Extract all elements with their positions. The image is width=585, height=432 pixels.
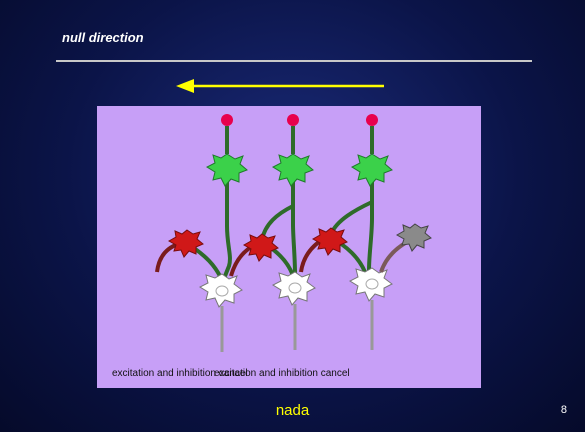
caption-text-2: excitation and inhibition cancel: [214, 368, 350, 379]
title-divider: [56, 60, 532, 62]
footer-label: nada: [275, 402, 310, 419]
inhibitory-interneuron: [242, 233, 279, 262]
ganglion-cell: [348, 267, 393, 302]
ganglion-nucleus: [288, 282, 302, 294]
null-direction-arrow: [176, 79, 384, 93]
receptor-cell: [350, 153, 393, 187]
input-dot: [366, 114, 378, 126]
neuron-diagram-panel: [97, 106, 481, 388]
receptor-dendrite: [367, 176, 374, 271]
ganglion-nucleus: [365, 278, 379, 290]
ganglion-cell: [198, 273, 243, 308]
receptor-cell: [271, 153, 314, 187]
diagram-caption: excitation and inhibition cancel excitat…: [112, 368, 350, 379]
receptor-branch: [329, 200, 373, 235]
input-dot: [287, 114, 299, 126]
neuron-column-2: [229, 114, 316, 350]
receptor-dendrite: [291, 176, 297, 275]
inhibitory-interneuron: [311, 227, 348, 256]
caption-text-1: excitation and inhibition cancel: [112, 368, 248, 379]
neuron-column-1: [155, 114, 248, 352]
neuron-column-3: [299, 114, 393, 350]
inhibitory-interneuron: [167, 229, 204, 258]
neuron-diagram: [155, 114, 432, 352]
inactive-interneuron: [395, 223, 432, 252]
receptor-branch: [260, 204, 294, 241]
input-dot: [221, 114, 233, 126]
neuron-column-4: [379, 223, 432, 273]
page-number: 8: [560, 404, 567, 416]
slide-title: null direction: [62, 30, 144, 45]
ganglion-cell: [271, 271, 316, 306]
receptor-cell: [205, 153, 248, 187]
ganglion-nucleus: [215, 285, 229, 297]
receptor-dendrite: [220, 176, 232, 285]
grey-interneuron-tail: [379, 240, 409, 273]
